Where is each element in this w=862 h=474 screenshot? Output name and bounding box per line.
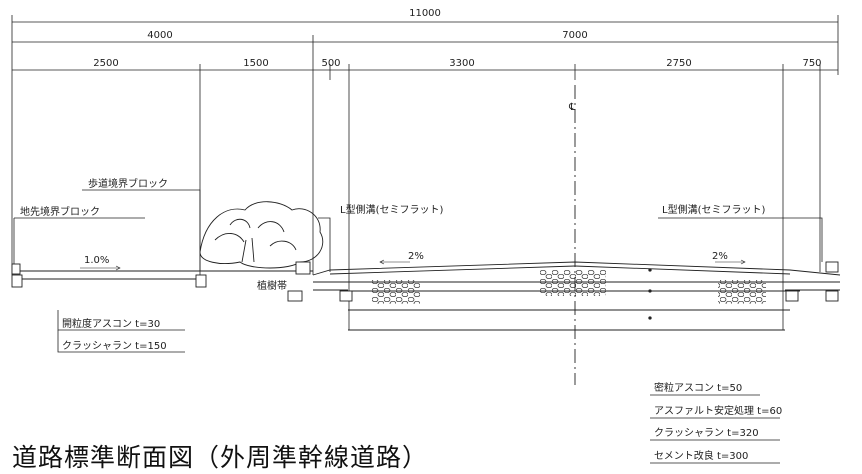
sidewalk-layer-1: 開粒度アスコン t=30 bbox=[62, 317, 160, 330]
label-gutter-left: L型側溝(セミフラット) bbox=[340, 203, 443, 216]
center-line: ℄ bbox=[568, 85, 576, 385]
dim-segment-4: 3300 bbox=[449, 58, 474, 69]
sidewalk-layer-2: クラッシャラン t=150 bbox=[62, 340, 167, 352]
planting-strip bbox=[199, 201, 324, 302]
leader-lines bbox=[13, 189, 823, 464]
label-gutter-right: L型側溝(セミフラット) bbox=[662, 203, 765, 216]
drawing-title: 道路標準断面図（外周準幹線道路） bbox=[12, 443, 429, 472]
label-slope-left: 2% bbox=[408, 251, 424, 262]
roadway bbox=[312, 259, 841, 331]
label-planting-strip: 植樹帯 bbox=[257, 279, 287, 292]
dim-segment-3: 500 bbox=[321, 58, 340, 69]
dim-segment-1: 2500 bbox=[93, 58, 118, 69]
dim-segment-5: 2750 bbox=[666, 58, 691, 69]
label-slope-sidewalk: 1.0% bbox=[84, 255, 109, 266]
road-layer-2: アスファルト安定処理 t=60 bbox=[654, 404, 782, 417]
dim-segment-6: 750 bbox=[802, 58, 821, 69]
road-layer-1: 密粒アスコン t=50 bbox=[654, 381, 742, 394]
road-layer-3: クラッシャラン t=320 bbox=[654, 427, 759, 439]
label-sidewalk-boundary-block: 歩道境界ブロック bbox=[88, 177, 168, 190]
dim-right-half: 7000 bbox=[562, 30, 587, 41]
dimension-lines bbox=[11, 15, 839, 330]
dim-overall: 11000 bbox=[409, 8, 441, 19]
dim-left-half: 4000 bbox=[147, 30, 172, 41]
center-line-symbol: ℄ bbox=[568, 102, 576, 113]
label-slope-right: 2% bbox=[712, 251, 728, 262]
dimension-values: 11000 4000 7000 2500 1500 500 3300 2750 … bbox=[93, 8, 821, 69]
road-layer-4: セメント改良 t=300 bbox=[654, 449, 748, 462]
sidewalk bbox=[11, 263, 207, 288]
labels: 歩道境界ブロック 地先境界ブロック L型側溝(セミフラット) L型側溝(セミフラ… bbox=[20, 177, 782, 462]
dim-segment-2: 1500 bbox=[243, 58, 268, 69]
label-local-boundary-block: 地先境界ブロック bbox=[20, 205, 100, 218]
